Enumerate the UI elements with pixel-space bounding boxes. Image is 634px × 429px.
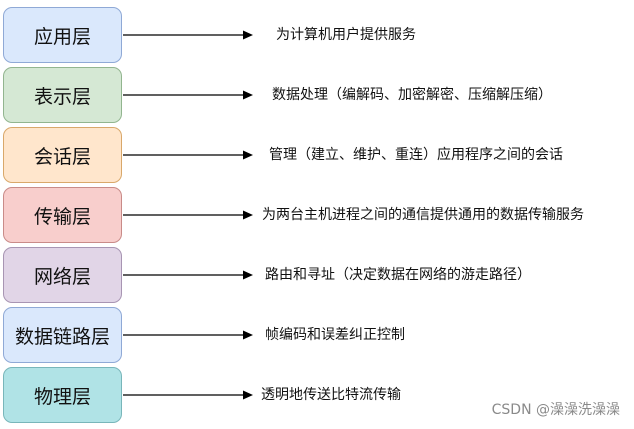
layer-description-data-link: 帧编码和误差纠正控制 <box>265 327 405 343</box>
layer-description-session: 管理（建立、维护、重连）应用程序之间的会话 <box>269 147 563 163</box>
layer-box-application: 应用层 <box>3 7 122 63</box>
layer-box-network: 网络层 <box>3 247 122 303</box>
watermark: CSDN @澡澡洗澡澡 <box>491 402 620 418</box>
layer-description-application: 为计算机用户提供服务 <box>276 27 416 43</box>
layer-box-presentation: 表示层 <box>3 67 122 123</box>
arrow-network <box>123 269 253 281</box>
arrow-data-link <box>123 329 253 341</box>
arrow-presentation <box>123 89 253 101</box>
layer-box-transport: 传输层 <box>3 187 122 243</box>
layer-description-transport: 为两台主机进程之间的通信提供通用的数据传输服务 <box>262 207 584 223</box>
layer-box-physical: 物理层 <box>3 367 122 423</box>
layer-box-data-link: 数据链路层 <box>3 307 122 363</box>
layer-description-physical: 透明地传送比特流传输 <box>261 387 401 403</box>
layer-description-presentation: 数据处理（编解码、加密解密、压缩解压缩） <box>272 87 552 103</box>
layer-label: 物理层 <box>33 385 91 408</box>
arrow-session <box>123 149 253 161</box>
arrow-transport <box>123 209 253 221</box>
arrow-physical <box>123 389 253 401</box>
layer-label: 应用层 <box>33 25 91 48</box>
layer-label: 传输层 <box>33 205 91 228</box>
layer-description-network: 路由和寻址（决定数据在网络的游走路径） <box>265 267 531 283</box>
layer-label: 会话层 <box>33 145 91 168</box>
layer-label: 网络层 <box>33 265 91 288</box>
layer-label: 数据链路层 <box>14 325 110 348</box>
layer-box-session: 会话层 <box>3 127 122 183</box>
layer-label: 表示层 <box>33 85 91 108</box>
arrow-application <box>123 29 253 41</box>
